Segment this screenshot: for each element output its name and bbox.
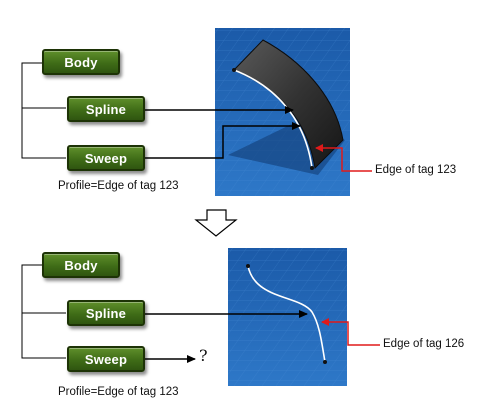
bottom-tree-connectors bbox=[21, 264, 66, 359]
top-node-sweep: Sweep bbox=[67, 145, 145, 171]
bottom-profile-label: Profile=Edge of tag 123 bbox=[58, 386, 179, 398]
bottom-node-sweep: Sweep bbox=[67, 346, 145, 372]
transition-down-arrow bbox=[194, 209, 238, 237]
bottom-node-spline: Spline bbox=[67, 300, 145, 326]
top-node-spline: Spline bbox=[67, 96, 145, 122]
top-edge-label: Edge of tag 123 bbox=[375, 164, 457, 176]
sweep-to-surface-arrow-top bbox=[145, 122, 301, 159]
bottom-node-body: Body bbox=[42, 252, 120, 278]
edge-pointer-top bbox=[315, 144, 372, 172]
top-viewport bbox=[215, 28, 350, 196]
bottom-viewport bbox=[228, 248, 347, 386]
top-tree-connectors bbox=[21, 62, 66, 159]
bottom-edge-label: Edge of tag 126 bbox=[383, 338, 465, 350]
unresolved-reference-mark: ? bbox=[199, 346, 208, 365]
edge-pointer-bottom bbox=[321, 318, 380, 346]
edge-curve-bottom bbox=[247, 265, 326, 363]
top-profile-label: Profile=Edge of tag 123 bbox=[58, 180, 179, 192]
top-node-body: Body bbox=[42, 49, 120, 75]
